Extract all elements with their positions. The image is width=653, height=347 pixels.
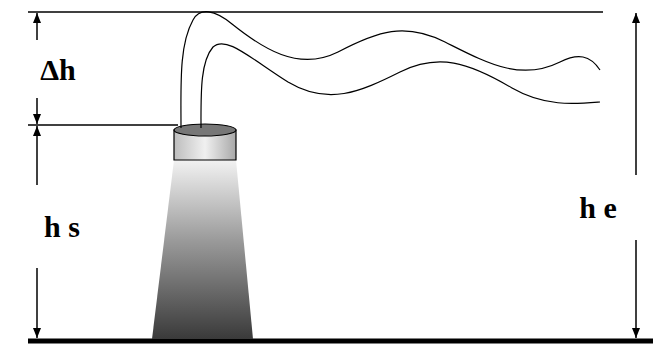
stack-opening [174, 124, 236, 136]
plume-lower-edge [201, 44, 600, 128]
stack-body [152, 160, 253, 339]
dimension-arrow [635, 240, 637, 338]
dimension-label: h e [576, 191, 620, 224]
stack-height-line [28, 124, 178, 126]
plume-upper-edge [181, 12, 600, 128]
effective-height-line [28, 11, 603, 13]
dimension-arrow [36, 98, 38, 124]
dimension-arrow [36, 268, 38, 338]
dimension-arrow [36, 13, 38, 40]
dimension-label: h s [41, 210, 83, 243]
dimension-arrow [36, 126, 38, 185]
dimension-arrow [635, 13, 637, 175]
ground-line [28, 339, 653, 344]
dimension-label: Δh [37, 53, 79, 86]
